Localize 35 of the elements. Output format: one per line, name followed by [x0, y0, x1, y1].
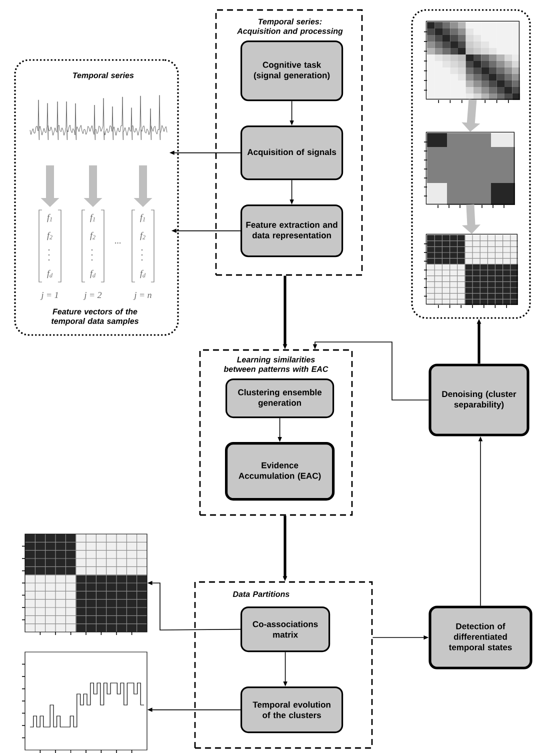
feature-vectors-drawing	[38, 210, 154, 282]
process-box: Co-associations matrix	[240, 606, 330, 652]
matrix-plot	[424, 20, 520, 104]
process-box: Detection of differentiated temporal states	[428, 606, 532, 670]
dotted-frame	[411, 9, 531, 319]
vector-label: f$_{d}$	[47, 270, 52, 278]
group-title: Temporal series: Acquisition and processing	[236, 18, 343, 36]
vector-label: f$_{2}$	[140, 232, 146, 240]
process-box: Evidence Accumulation (EAC)	[225, 442, 335, 501]
group-title: Feature vectors of the temporal data samples	[52, 308, 138, 326]
process-box: Cognitive task (signal generation)	[240, 40, 344, 102]
process-box: Clustering ensemble generation	[226, 378, 334, 418]
vector-label: f$_{d}$	[140, 270, 146, 278]
vector-label: f$_{d}$	[90, 270, 96, 278]
process-box: Feature extraction and data representation	[240, 204, 344, 258]
vector-label: j = 1	[40, 292, 58, 300]
vector-label: f$_{1}$	[140, 214, 145, 222]
process-box: Denoising (cluster separability)	[428, 364, 530, 436]
group-title: Learning similarities between patterns with EAC	[224, 356, 328, 374]
group-title: Data Partitions	[232, 591, 290, 597]
group-title: Temporal series	[73, 72, 134, 80]
vector-label: j = n	[133, 292, 152, 300]
vector-label: f$_{1}$	[90, 214, 95, 222]
matrix-plot	[424, 132, 515, 208]
vector-label: f$_{2}$	[47, 232, 52, 240]
signal-plot	[30, 94, 168, 140]
matrix-plot	[424, 234, 518, 308]
process-box: Acquisition of signals	[240, 126, 344, 180]
vector-label: f$_{1}$	[47, 214, 52, 222]
vector-label: f$_{2}$	[90, 232, 96, 240]
matrix-plot	[22, 534, 148, 636]
line-plot	[22, 652, 148, 753]
vector-label: ...	[115, 242, 121, 244]
process-box: Temporal evolution of the clusters	[240, 686, 344, 734]
vector-label: j = 2	[83, 292, 102, 300]
